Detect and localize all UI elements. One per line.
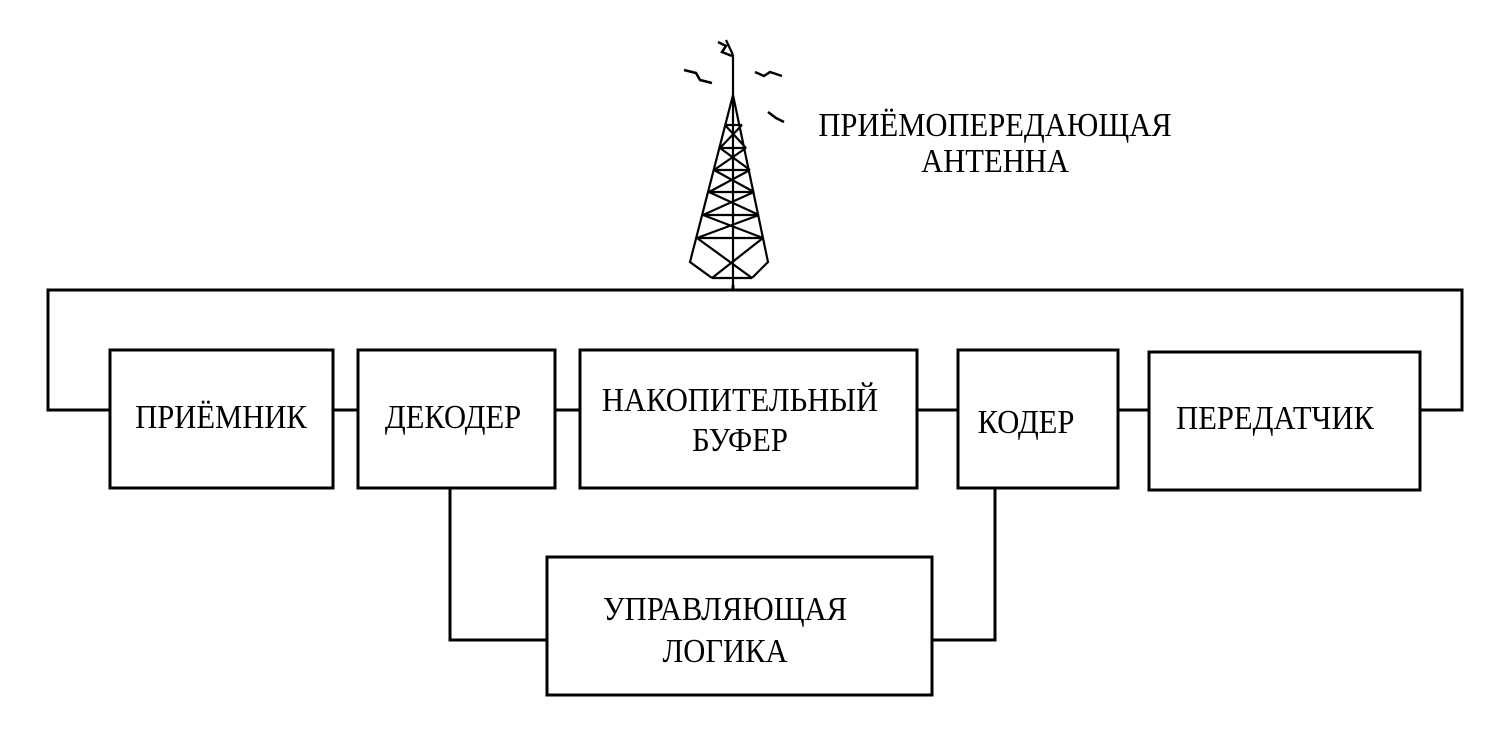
radio-waves-icon [683, 40, 785, 124]
encoder-block: КОДЕР [956, 348, 1120, 490]
antenna-label-line2: АНТЕННА [921, 141, 1069, 179]
antenna-tower-icon [688, 39, 770, 285]
receiver-block: ПРИЁМНИК [108, 348, 335, 490]
control-logic-label-line2: ЛОГИКА [662, 631, 788, 669]
antenna-bus [46, 285, 1464, 412]
buffer-label-line2: БУФЕР [692, 420, 788, 458]
control-logic-block: УПРАВЛЯЮЩАЯ ЛОГИКА [545, 555, 934, 697]
encoder-label: КОДЕР [978, 402, 1075, 440]
transmitter-block: ПЕРЕДАТЧИК [1147, 350, 1422, 492]
receiver-label: ПРИЁМНИК [135, 397, 307, 435]
block-links [333, 408, 1149, 642]
decoder-block: ДЕКОДЕР [356, 348, 557, 490]
buffer-label-line1: НАКОПИТЕЛЬНЫЙ [602, 380, 878, 418]
control-logic-label-line1: УПРАВЛЯЮЩАЯ [603, 589, 847, 627]
decoder-label: ДЕКОДЕР [385, 397, 521, 435]
buffer-block: НАКОПИТЕЛЬНЫЙ БУФЕР [578, 348, 919, 490]
transmitter-label: ПЕРЕДАТЧИК [1176, 398, 1374, 436]
antenna-label-line1: ПРИЁМОПЕРЕДАЮЩАЯ [818, 105, 1171, 143]
